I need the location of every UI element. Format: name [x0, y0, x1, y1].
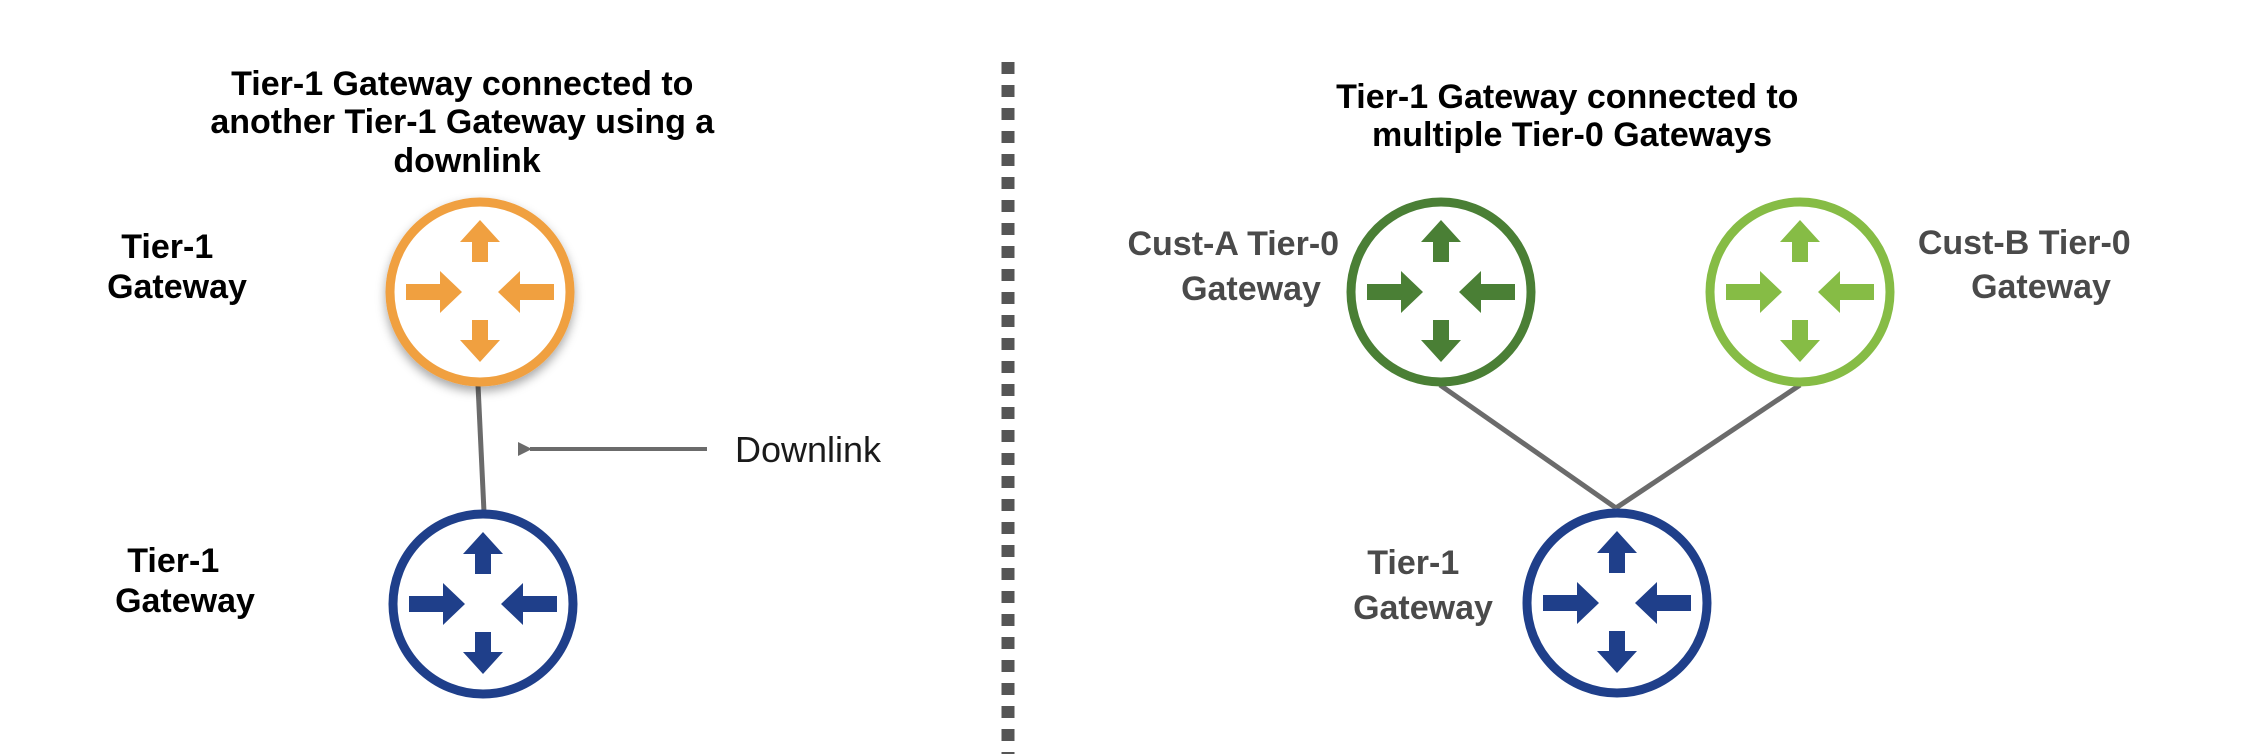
cust-b-tier0-router[interactable] — [1705, 197, 1895, 387]
left-title: Tier-1 Gateway connected to another Tier… — [210, 65, 723, 180]
tier1-router-right[interactable] — [1522, 508, 1712, 698]
downlink-line — [475, 384, 487, 513]
left-panel: Tier-1 Gateway connected to another Tier… — [107, 65, 882, 699]
right-panel: Tier-1 Gateway connected to multiple Tie… — [1127, 78, 2140, 698]
tier1-bottom-label: Tier-1 Gateway — [115, 542, 255, 620]
tier1-top-label: Tier-1 Gateway — [107, 228, 247, 306]
tier1-router-bottom[interactable] — [388, 509, 578, 699]
link-cust-a-to-tier1 — [1438, 382, 1618, 511]
tier1-router-top[interactable] — [385, 197, 575, 387]
right-title-line-1: Tier-1 Gateway connected to — [1336, 78, 1798, 116]
left-title-line-1: Tier-1 Gateway connected to — [231, 65, 693, 103]
link-cust-b-to-tier1 — [1614, 382, 1802, 511]
cust-a-tier0-label: Cust-A Tier-0 Gateway — [1127, 225, 1348, 308]
right-title: Tier-1 Gateway connected to multiple Tie… — [1336, 78, 1808, 154]
cust-a-tier0-router[interactable] — [1346, 197, 1536, 387]
tier1-right-label: Tier-1 Gateway — [1353, 544, 1493, 627]
left-title-line-3: downlink — [393, 142, 540, 180]
downlink-annotation: Downlink — [735, 429, 882, 470]
cust-b-tier0-label: Cust-B Tier-0 Gateway — [1918, 224, 2140, 306]
left-title-line-2: another Tier-1 Gateway using a — [210, 103, 715, 141]
right-title-line-2: multiple Tier-0 Gateways — [1372, 116, 1772, 154]
